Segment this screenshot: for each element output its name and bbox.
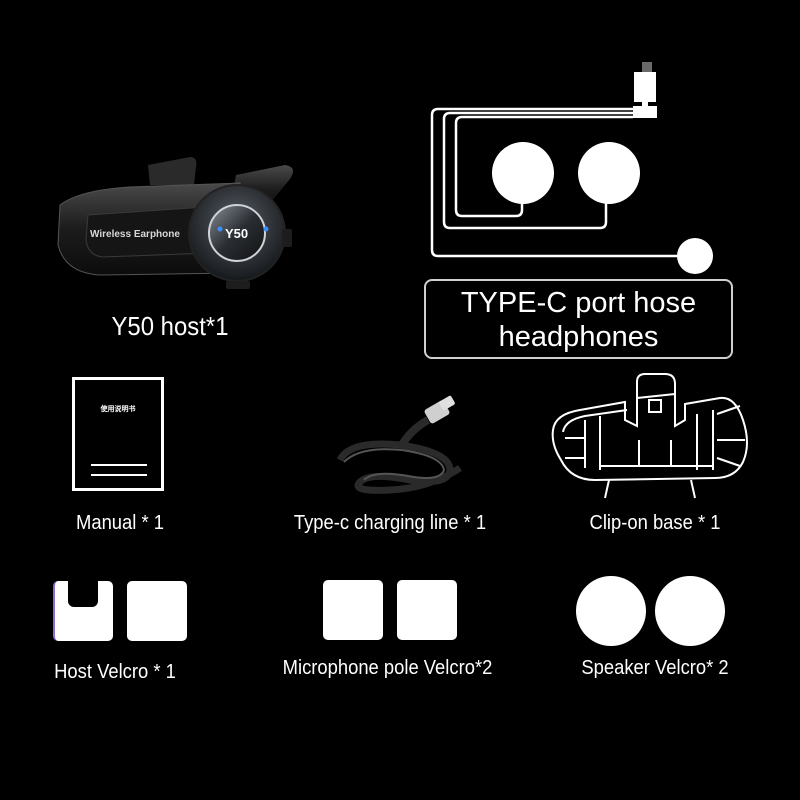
usb-cable-icon <box>336 395 462 494</box>
host-device-image: Wireless Earphone Y50 <box>40 145 300 295</box>
charging-cable-image <box>330 390 480 500</box>
headphones-label-box: TYPE-C port hose headphones <box>424 279 733 359</box>
host-velcro-square-piece <box>127 581 187 641</box>
manual-image: 使用说明书 <box>72 377 164 491</box>
svg-text:Y50: Y50 <box>225 226 248 241</box>
headphones-label-line1: TYPE-C port hose <box>460 287 697 319</box>
usb-c-plug-tip-icon <box>642 62 652 72</box>
clip-base-icon <box>551 373 748 499</box>
headphones-diagram <box>420 60 740 280</box>
headphones-label-line2: headphones <box>498 321 659 353</box>
speaker-velcro-piece-2 <box>655 576 725 646</box>
microphone-icon <box>677 238 713 274</box>
mic-velcro-piece-1 <box>323 580 383 640</box>
usb-c-plug-icon <box>634 72 656 102</box>
speaker-velcro-label: Speaker Velcro* 2 <box>581 657 729 679</box>
clip-base-image <box>545 370 775 500</box>
host-label: Y50 host*1 <box>111 311 229 341</box>
charging-cable-label: Type-c charging line * 1 <box>293 512 487 534</box>
host-velcro-label: Host Velcro * 1 <box>54 661 176 683</box>
mic-velcro-piece-2 <box>397 580 457 640</box>
right-speaker-icon <box>578 142 640 204</box>
mic-velcro-label: Microphone pole Velcro*2 <box>282 657 493 679</box>
host-velcro-u-piece <box>53 581 113 641</box>
left-speaker-icon <box>492 142 554 204</box>
manual-cover-text: 使用说明书 <box>100 406 136 413</box>
manual-label: Manual * 1 <box>76 512 164 534</box>
earphone-device-icon: Wireless Earphone Y50 <box>57 157 294 289</box>
speaker-velcro-piece-1 <box>576 576 646 646</box>
svg-text:Wireless Earphone: Wireless Earphone <box>90 229 180 240</box>
clip-base-label: Clip-on base * 1 <box>589 512 721 534</box>
